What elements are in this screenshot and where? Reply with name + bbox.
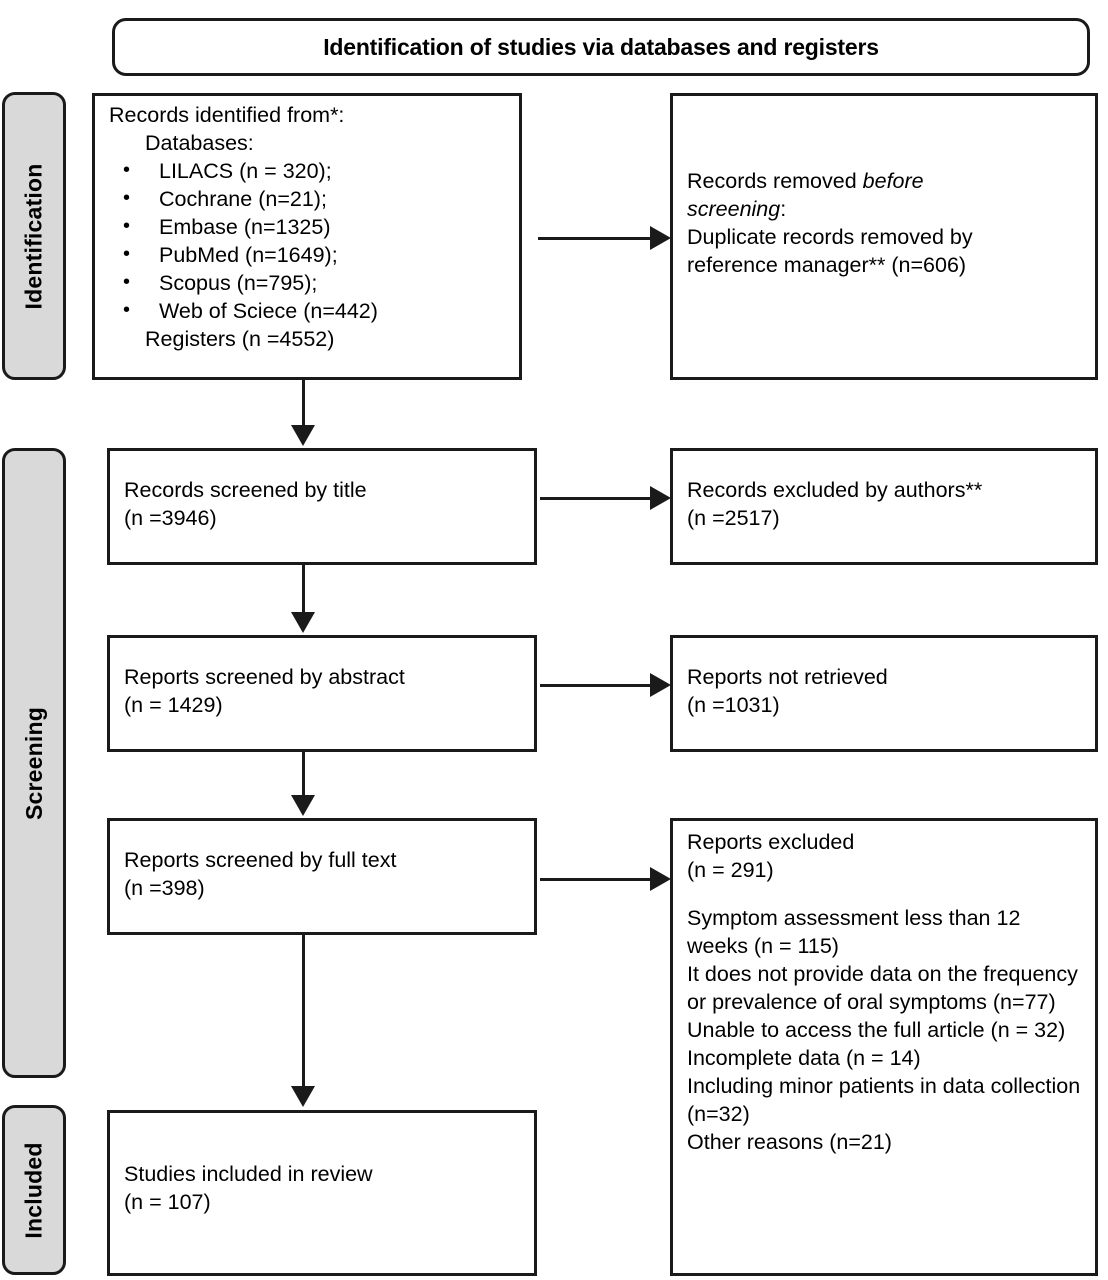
records-screened-title-line2: (n =3946) (124, 505, 217, 530)
reports-screened-abstract-line1: Reports screened by abstract (124, 665, 405, 689)
box-records-identified: Records identified from*: Databases: LIL… (92, 93, 522, 380)
records-removed-line3: Duplicate records removed by (687, 224, 973, 249)
connector-identified-to-removed (538, 237, 653, 240)
connector-identified-to-title (302, 380, 305, 428)
arrowhead-identified-to-removed (650, 226, 671, 250)
arrowhead-title-to-excluded (650, 486, 671, 510)
source-lilacs: LILACS (n = 320); (109, 157, 509, 186)
records-excluded-authors-line2: (n =2517) (687, 505, 780, 530)
box-reports-not-retrieved: Reports not retrieved (n =1031) (670, 635, 1098, 752)
records-removed-line4: reference manager** (n=606) (687, 252, 967, 277)
reports-screened-abstract-line2: (n = 1429) (124, 692, 223, 717)
reports-excluded-line2: (n = 291) (687, 857, 774, 882)
records-excluded-authors-line1: Records excluded by authors** (687, 478, 983, 502)
box-records-excluded-authors: Records excluded by authors** (n =2517) (670, 448, 1098, 565)
exclusion-reason-other: Other reasons (n=21) (687, 1129, 892, 1154)
phase-label-screening: Screening (20, 706, 47, 820)
phase-tab-screening: Screening (2, 448, 66, 1078)
phase-tab-identification: Identification (2, 92, 66, 380)
arrowhead-fulltext-to-included (291, 1086, 315, 1107)
arrowhead-abstract-to-not-retrieved (650, 673, 671, 697)
connector-title-to-excluded (540, 497, 653, 500)
records-removed-line2: screening: (687, 196, 787, 221)
records-identified-databases-label: Databases: (145, 130, 254, 155)
exclusion-reason-no-frequency-data: It does not provide data on the frequenc… (687, 962, 1078, 1015)
records-removed-line1: Records removed before (687, 169, 924, 193)
reports-excluded-line1: Reports excluded (687, 830, 855, 854)
records-identified-heading: Records identified from*: (109, 103, 345, 127)
reports-screened-fulltext-line2: (n =398) (124, 875, 205, 900)
connector-fulltext-to-excluded (540, 878, 653, 881)
phase-tab-included: Included (2, 1105, 66, 1275)
box-reports-screened-fulltext: Reports screened by full text (n =398) (107, 818, 537, 935)
box-records-screened-title: Records screened by title (n =3946) (107, 448, 537, 565)
arrowhead-fulltext-to-excluded (650, 867, 671, 891)
connector-fulltext-to-included (302, 935, 305, 1090)
diagram-title: Identification of studies via databases … (323, 33, 879, 60)
arrowhead-identified-to-title (291, 425, 315, 446)
reports-screened-fulltext-line1: Reports screened by full text (124, 848, 397, 872)
exclusion-reason-incomplete-data: Incomplete data (n = 14) (687, 1045, 921, 1070)
box-reports-excluded: Reports excluded (n = 291) Symptom asses… (670, 818, 1098, 1276)
connector-abstract-to-fulltext (302, 752, 305, 800)
box-records-removed: Records removed before screening: Duplic… (670, 93, 1098, 380)
studies-included-line1: Studies included in review (124, 1162, 373, 1186)
source-embase: Embase (n=1325) (109, 213, 509, 242)
source-scopus: Scopus (n=795); (109, 269, 509, 298)
exclusion-reason-no-full-article: Unable to access the full article (n = 3… (687, 1018, 1066, 1043)
source-pubmed: PubMed (n=1649); (109, 241, 509, 270)
records-identified-registers: Registers (n =4552) (145, 326, 335, 351)
exclusion-reason-symptom-assessment: Symptom assessment less than 12 weeks (n… (687, 906, 1021, 959)
box-studies-included: Studies included in review (n = 107) (107, 1110, 537, 1276)
studies-included-line2: (n = 107) (124, 1189, 211, 1214)
reports-not-retrieved-line1: Reports not retrieved (687, 665, 888, 689)
phase-label-identification: Identification (20, 163, 47, 309)
phase-label-included: Included (20, 1141, 47, 1239)
arrowhead-title-to-abstract (291, 612, 315, 633)
exclusion-reason-minor-patients: Including minor patients in data collect… (687, 1073, 1081, 1126)
source-web-of-science: Web of Sciece (n=442) (109, 297, 509, 326)
diagram-title-banner: Identification of studies via databases … (112, 18, 1090, 76)
arrowhead-abstract-to-fulltext (291, 795, 315, 816)
box-reports-screened-abstract: Reports screened by abstract (n = 1429) (107, 635, 537, 752)
reports-excluded-spacer (687, 885, 1085, 905)
source-cochrane: Cochrane (n=21); (109, 185, 509, 214)
connector-title-to-abstract (302, 565, 305, 613)
records-screened-title-line1: Records screened by title (124, 478, 367, 502)
reports-not-retrieved-line2: (n =1031) (687, 692, 780, 717)
connector-abstract-to-not-retrieved (540, 684, 653, 687)
